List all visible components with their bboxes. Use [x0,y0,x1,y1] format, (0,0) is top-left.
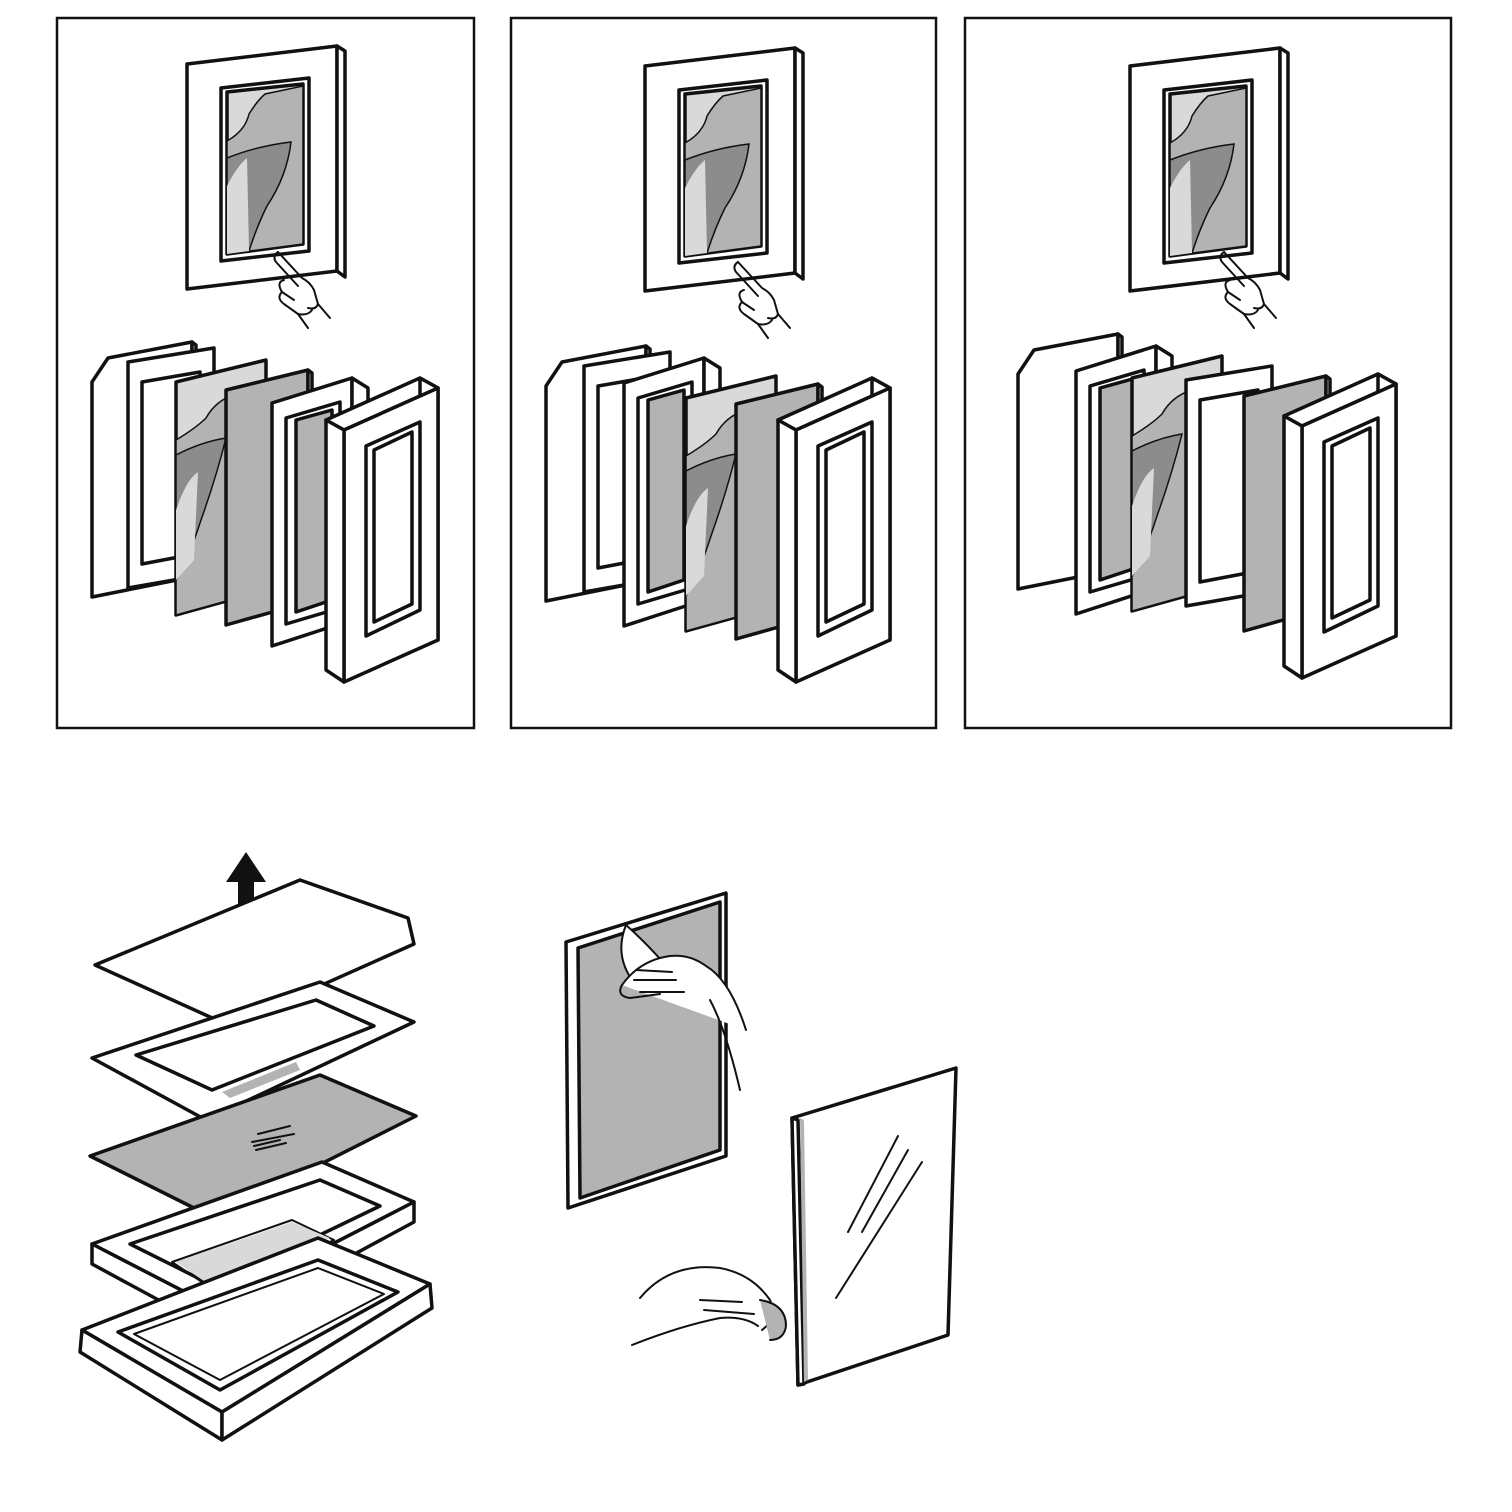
exploded-layer-stack [80,852,432,1440]
outer-frame [1284,374,1396,678]
backing-panel [566,893,726,1208]
outer-frame [326,378,438,682]
glass-panel [792,1068,956,1385]
assembled-frame [1130,48,1288,291]
peel-film-illustration [566,893,956,1385]
panel-double-mat [511,18,936,728]
panel-standard [57,18,474,728]
outer-frame [778,378,890,682]
peeling-hand-icon [632,1267,786,1345]
assembled-frame [645,48,803,291]
assembled-frame [187,46,345,289]
panel-passe-partout [965,18,1451,728]
